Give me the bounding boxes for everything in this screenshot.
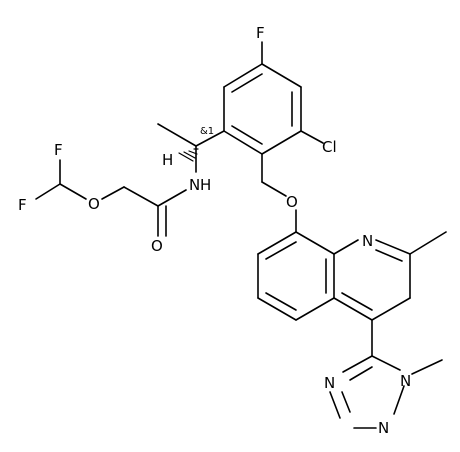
bond (261, 63, 302, 88)
bond (195, 130, 225, 147)
benzene-ring (223, 63, 302, 155)
bond (371, 355, 401, 371)
bond (341, 391, 351, 413)
bond (123, 186, 159, 207)
bond (223, 130, 263, 155)
bond (223, 63, 263, 88)
bond (342, 355, 373, 373)
bond (393, 385, 405, 415)
bond (333, 297, 373, 321)
bond (375, 249, 403, 262)
methyl-bond (409, 231, 447, 255)
carbonyl-oxygen-label: O (151, 237, 163, 255)
amide-nitrogen-label: N (189, 176, 200, 194)
bond (333, 239, 359, 255)
fluorine-atom-label: F (256, 24, 265, 42)
ether-oxygen-label: O (286, 193, 298, 211)
amide-hydrogen-label: H (200, 176, 211, 194)
triazole-nitrogen-label: N (400, 372, 411, 390)
quinoline-benzo-ring (257, 231, 335, 321)
bond (341, 292, 373, 311)
bond (371, 297, 411, 321)
quinoline-pyridine-ring (333, 239, 411, 321)
bond (349, 366, 373, 381)
bond (295, 297, 335, 321)
bond (257, 231, 297, 255)
bond (157, 189, 187, 207)
bond (59, 183, 87, 200)
bond (35, 183, 61, 200)
triazole-ring (329, 355, 405, 429)
fluorine-atom-label: F (54, 141, 63, 159)
bond (329, 391, 341, 419)
methyl-bond (157, 123, 197, 147)
bond (257, 297, 297, 321)
hashed-wedge-bond (178, 148, 199, 162)
bond (231, 125, 263, 145)
bond (375, 239, 411, 255)
triazole-nitrogen-label: N (378, 419, 389, 437)
bond (261, 181, 287, 197)
bond (265, 292, 297, 311)
bond (101, 186, 125, 200)
bond (300, 130, 324, 144)
bond (295, 231, 335, 255)
ether-oxygen-label: O (88, 195, 100, 213)
bond (231, 73, 263, 93)
stereo-hydrogen-label: H (162, 151, 173, 169)
bond (265, 241, 297, 260)
stereo-flag-label: &1 (200, 126, 214, 137)
triazole-nitrogen-label: N (324, 374, 335, 392)
methyl-bond (411, 359, 443, 375)
fluorine-atom-label: F (18, 196, 27, 214)
chlorine-atom-label: Cl (322, 138, 337, 156)
quinoline-nitrogen-label: N (362, 232, 373, 250)
bond (261, 130, 302, 155)
